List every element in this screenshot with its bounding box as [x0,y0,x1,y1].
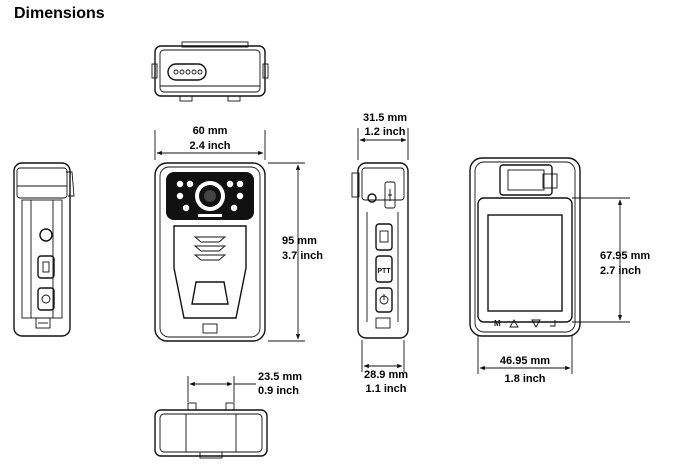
front-height-in: 3.7 inch [282,250,323,262]
right-side-view: PTT [351,162,409,339]
bottom-width-dimension: 23.5 mm 0.9 inch [187,371,302,402]
front-height-mm: 95 mm [282,235,317,247]
battery-clip [499,164,553,196]
rear-screen [487,214,563,312]
side-depth-mm: 31.5 mm [363,112,407,124]
top-view [151,41,269,102]
screen-height-in: 2.7 inch [600,265,641,277]
ptt-label: PTT [377,268,391,275]
side-knob [39,228,53,242]
back-view: M [469,157,581,337]
side-depth-dimension: 31.5 mm 1.2 inch [357,112,409,160]
screen-height-dimension: 67.95 mm 2.7 inch [572,197,650,323]
bottom-width-mm: 23.5 mm [258,371,302,383]
screen-width-in: 1.8 inch [505,373,546,385]
bottom-view [154,402,268,459]
screen-height-mm: 67.95 mm [600,250,650,262]
key-m-label: M [494,319,501,328]
left-side-view [13,162,75,337]
side-bottom-dimension: 28.9 mm 1.1 inch [361,340,408,395]
front-width-mm: 60 mm [193,125,228,137]
side-depth-in: 1.2 inch [365,126,406,138]
front-width-dimension: 60 mm 2.4 inch [154,125,266,160]
front-height-dimension: 95 mm 3.7 inch [268,162,323,342]
screen-width-dimension: 46.95 mm 1.8 inch [477,336,573,385]
side-bottom-in: 1.1 inch [366,383,407,395]
front-width-in: 2.4 inch [190,140,231,152]
side-bottom-mm: 28.9 mm [364,369,408,381]
front-view [154,162,266,342]
bottom-width-in: 0.9 inch [258,385,299,397]
page-title: Dimensions [14,5,105,22]
connector-pin-block [167,63,207,81]
screen-width-mm: 46.95 mm [500,355,550,367]
